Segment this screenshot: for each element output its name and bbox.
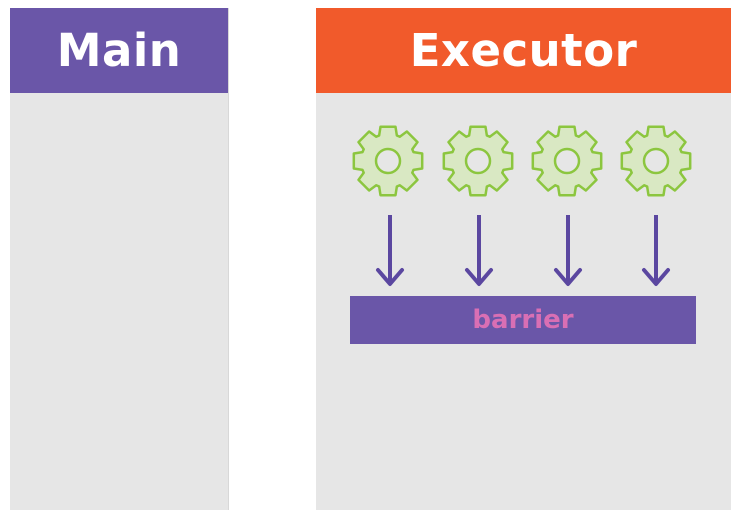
main-header: Main [10, 8, 228, 93]
arrow-down-icon [465, 215, 493, 286]
barrier-bar: barrier [350, 296, 696, 344]
arrow-down-icon [642, 215, 670, 286]
executor-panel: Executor barrier [316, 8, 731, 510]
arrow-down-icon [376, 215, 404, 286]
arrow-down-icon [554, 215, 582, 286]
gear-icon [352, 125, 424, 197]
executor-header: Executor [316, 8, 731, 93]
barrier-label: barrier [472, 305, 574, 335]
executor-title: Executor [409, 24, 638, 77]
gear-icon [442, 125, 514, 197]
gear-icon [531, 125, 603, 197]
main-title: Main [56, 24, 182, 77]
gear-icon [620, 125, 692, 197]
main-panel: Main [10, 8, 229, 510]
